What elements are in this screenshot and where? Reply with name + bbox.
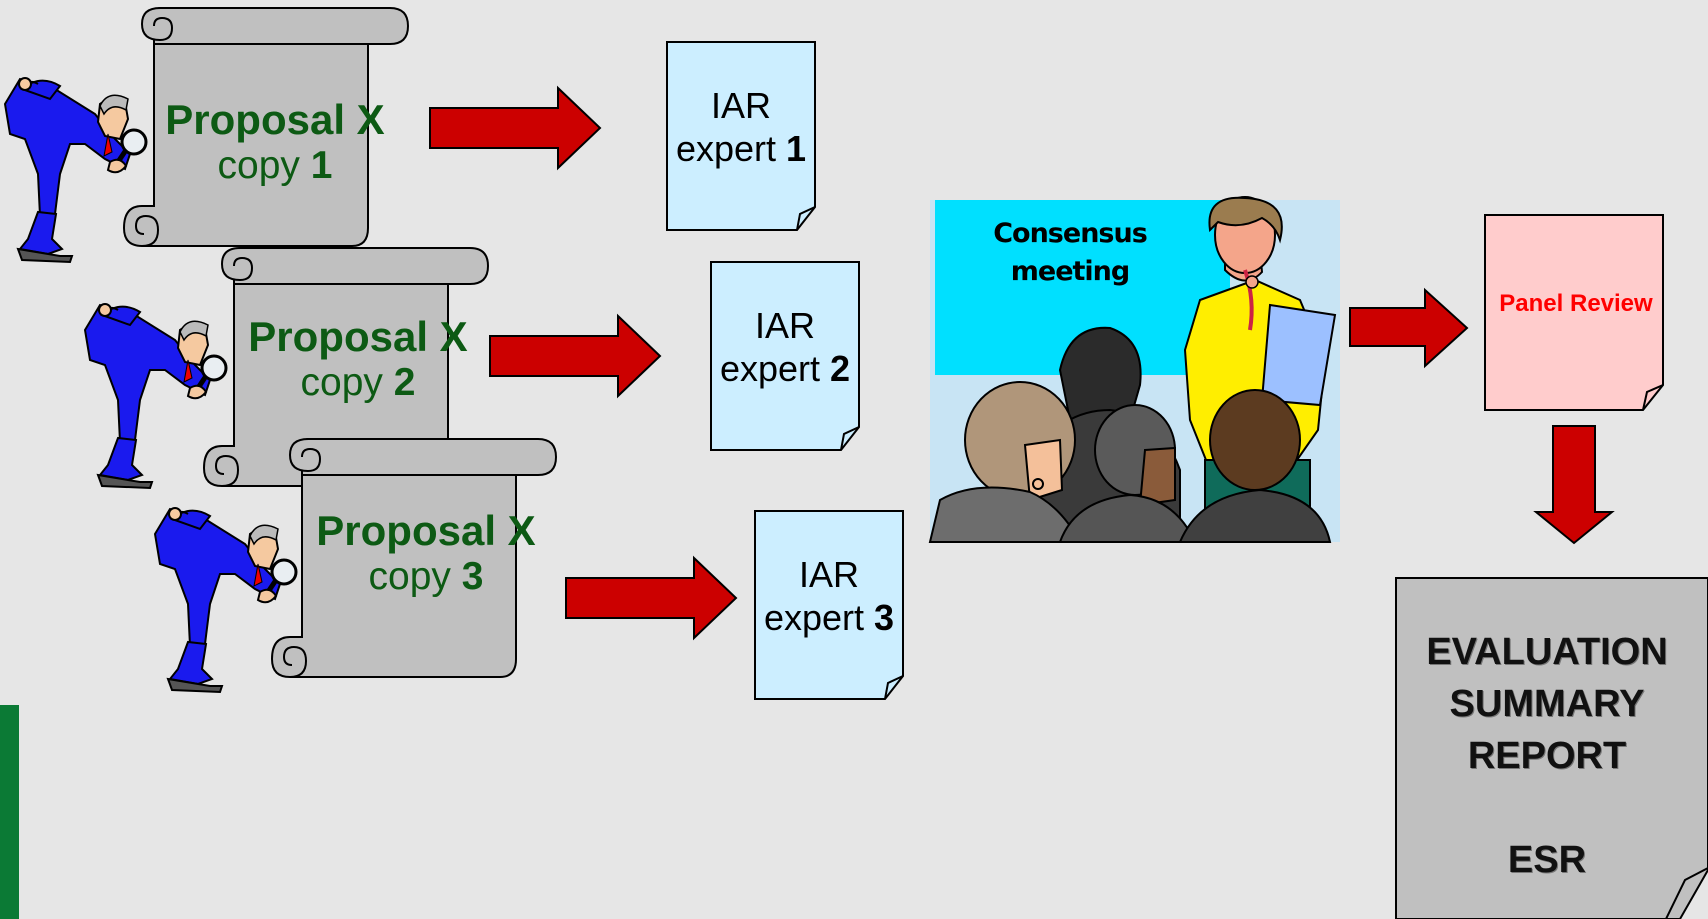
esr-doc	[1395, 577, 1708, 919]
proposal-label-2: Proposal X copy 2	[243, 313, 473, 406]
iar-label-3: IAR expert 3	[755, 553, 903, 639]
iar-title-1: IAR	[710, 85, 771, 126]
proposal-label-1: Proposal X copy 1	[160, 96, 390, 189]
panel-review-doc	[1484, 214, 1664, 411]
iar-title-3: IAR	[798, 554, 859, 595]
arrow-down-icon	[1533, 425, 1615, 545]
proposal-title-3: Proposal X	[316, 507, 536, 554]
esr-abbreviation: ESR	[1507, 839, 1587, 881]
accent-bar	[0, 705, 19, 919]
proposal-copy-2: copy 2	[300, 361, 416, 405]
esr-label: EVALUATION SUMMARY REPORT ESR	[1398, 626, 1696, 886]
proposal-copy-1: copy 1	[217, 144, 333, 188]
meeting-title: Consensus meeting	[935, 215, 1205, 291]
meeting-title-line2: meeting	[1010, 255, 1130, 287]
meeting-title-line1: Consensus	[993, 218, 1148, 249]
iar-title-2: IAR	[754, 305, 815, 346]
proposal-title-2: Proposal X	[248, 313, 468, 360]
iar-expert-3: expert 3	[763, 597, 895, 639]
esr-line1: EVALUATION	[1426, 631, 1668, 673]
iar-label-1: IAR expert 1	[667, 84, 815, 170]
iar-label-2: IAR expert 2	[711, 304, 859, 390]
proposal-copy-3: copy 3	[368, 555, 484, 599]
iar-expert-2: expert 2	[719, 348, 851, 390]
arrow-right-icon-1	[429, 87, 601, 169]
esr-line3: REPORT	[1467, 735, 1627, 777]
esr-line2: SUMMARY	[1449, 683, 1645, 725]
arrow-right-icon-2	[489, 315, 661, 397]
panel-review-label: Panel Review	[1499, 290, 1653, 317]
proposal-label-3: Proposal X copy 3	[311, 507, 541, 600]
proposal-title-1: Proposal X	[165, 96, 385, 143]
meeting-people-icon	[928, 196, 1340, 543]
iar-expert-1: expert 1	[675, 128, 807, 170]
arrow-right-icon-3	[565, 557, 737, 639]
arrow-right-icon-4	[1349, 287, 1469, 369]
